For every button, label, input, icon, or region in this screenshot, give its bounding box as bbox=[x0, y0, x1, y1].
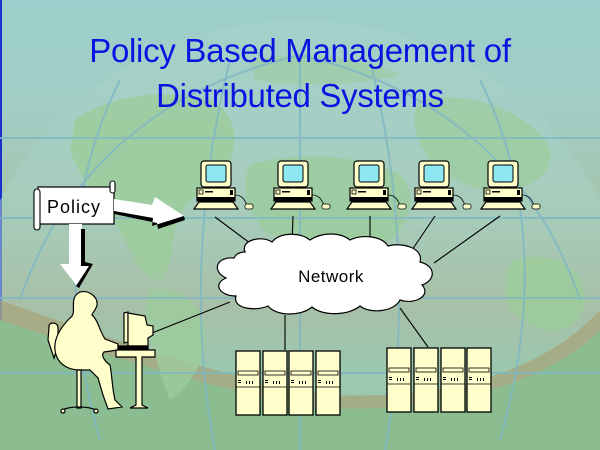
desk bbox=[115, 349, 156, 409]
longitude-line bbox=[479, 79, 526, 441]
slide-title-line-2: Distributed Systems bbox=[156, 77, 444, 114]
arrow-shadow bbox=[114, 211, 185, 229]
server-rack-icon bbox=[288, 350, 314, 416]
server-group-left[interactable] bbox=[235, 350, 341, 416]
slide-title-line-1: Policy Based Management of bbox=[89, 32, 511, 69]
network-label: Network bbox=[298, 267, 364, 286]
desktop-computer-icon[interactable] bbox=[346, 160, 407, 210]
network-cloud[interactable]: Network bbox=[216, 233, 433, 315]
server-rack-icon bbox=[235, 350, 261, 416]
link-user bbox=[151, 301, 231, 334]
monitor-body bbox=[127, 312, 154, 347]
server-rack-icon bbox=[262, 350, 288, 416]
land-north bbox=[250, 55, 400, 85]
arrow-policy-to-user bbox=[60, 224, 93, 288]
person-silhouette bbox=[54, 291, 124, 410]
server-rack-icon bbox=[440, 347, 466, 413]
desktop-computer-icon[interactable] bbox=[270, 160, 331, 210]
chair-wheel bbox=[93, 408, 99, 414]
arrow-policy-to-workstations bbox=[114, 197, 185, 229]
chair-wheel bbox=[60, 408, 66, 414]
policy-label: Policy bbox=[47, 197, 101, 217]
person-at-computer-icon[interactable] bbox=[47, 291, 156, 414]
link-workstation-4 bbox=[409, 215, 436, 254]
cloud-icon bbox=[216, 233, 433, 315]
arrow-icon bbox=[114, 197, 184, 226]
arrow-shadow bbox=[76, 229, 93, 288]
scroll-icon bbox=[37, 186, 115, 225]
longitude-line bbox=[199, 59, 231, 450]
link-server-group-right bbox=[399, 307, 429, 348]
chair-stem bbox=[76, 369, 82, 409]
workstation-row bbox=[193, 160, 541, 210]
policy-scroll[interactable]: Policy bbox=[33, 180, 116, 231]
scroll-roll-left bbox=[33, 188, 41, 231]
arrow-icon bbox=[60, 224, 93, 286]
link-workstation-5 bbox=[433, 215, 501, 264]
server-rack-icon bbox=[386, 347, 412, 413]
ground-band bbox=[0, 320, 600, 450]
scroll-roll-right bbox=[109, 180, 116, 194]
land-americas-north bbox=[70, 94, 235, 282]
server-rack-icon bbox=[315, 350, 341, 416]
desktop-computer-icon[interactable] bbox=[193, 160, 254, 210]
server-group-right[interactable] bbox=[386, 347, 492, 413]
server-rack-icon bbox=[413, 347, 439, 413]
desktop-computer-icon[interactable] bbox=[480, 160, 541, 210]
keyboard bbox=[117, 345, 149, 350]
desktop-computer-icon[interactable] bbox=[411, 160, 472, 210]
server-rack-icon bbox=[466, 347, 492, 413]
